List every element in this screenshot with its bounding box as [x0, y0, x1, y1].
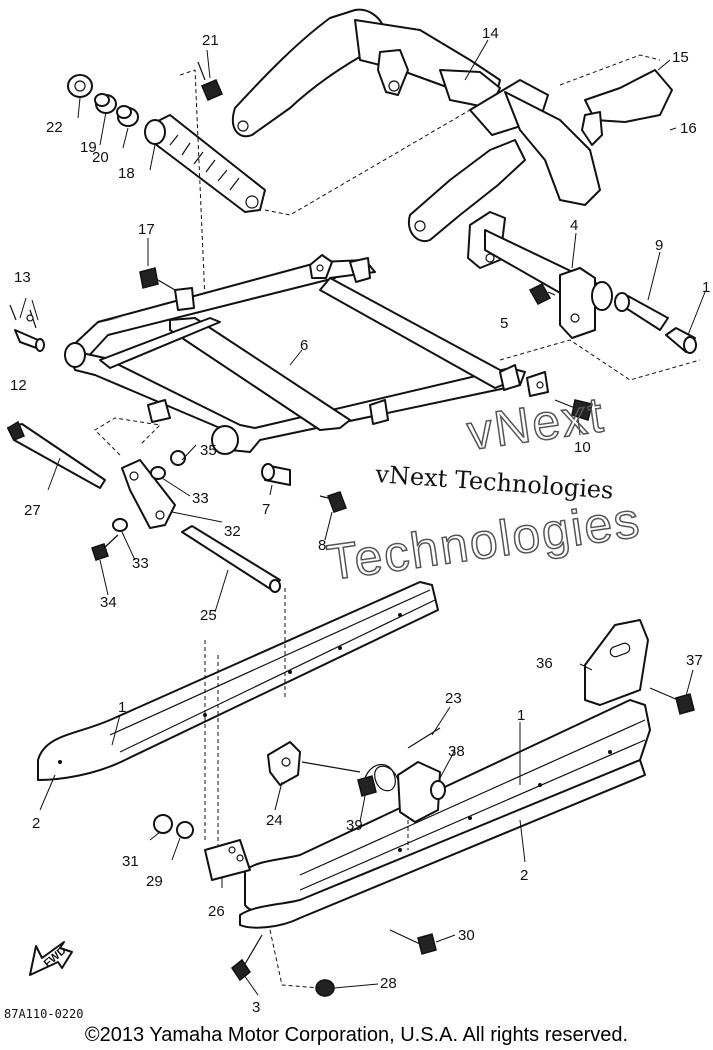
- axle-assembly-4: [467, 211, 613, 339]
- callout-15: 15: [672, 49, 689, 66]
- callout-2-left: 2: [32, 815, 40, 832]
- callout-22: 22: [46, 119, 63, 136]
- callout-28: 28: [380, 975, 397, 992]
- bolt-34: [91, 534, 119, 561]
- washer-33-top: [150, 466, 166, 480]
- bracket-38: [397, 761, 446, 823]
- slide-rail-right: [244, 699, 651, 914]
- callout-4: 4: [570, 217, 578, 234]
- nut-31: [153, 814, 173, 834]
- spacer-25: [181, 525, 281, 613]
- callout-36: 36: [536, 655, 553, 672]
- plate-36: [584, 619, 649, 706]
- washer-33-bottom: [112, 518, 128, 532]
- callout-12: 12: [10, 377, 27, 394]
- shock-absorber-18: [144, 114, 266, 213]
- bolt-39: [357, 775, 377, 797]
- bolt-21: [197, 49, 223, 101]
- forward-arrow: FWD: [29, 941, 73, 976]
- callout-7: 7: [262, 501, 270, 518]
- callout-33b: 33: [132, 555, 149, 572]
- bolt-30: [389, 929, 437, 955]
- callout-10: 10: [574, 439, 591, 456]
- callout-30: 30: [458, 927, 475, 944]
- main-frame-6: [64, 254, 549, 455]
- reference-code: 87A110-0220: [4, 1007, 83, 1021]
- callout-25: 25: [200, 607, 217, 624]
- callout-23: 23: [445, 690, 462, 707]
- callout-39: 39: [346, 817, 363, 834]
- shaft-9: [614, 292, 669, 331]
- torsion-spring: [364, 763, 399, 792]
- callout-16: 16: [680, 120, 697, 137]
- callout-33a: 33: [192, 490, 209, 507]
- callout-21: 21: [202, 32, 219, 49]
- callout-29: 29: [146, 873, 163, 890]
- callout-17: 17: [138, 221, 155, 238]
- callout-5: 5: [500, 315, 508, 332]
- callout-35: 35: [200, 442, 217, 459]
- upper-arm-assembly: [232, 8, 673, 243]
- callout-8: 8: [318, 537, 326, 554]
- bolt-8: [319, 491, 347, 513]
- callout-1-top: 1: [702, 279, 710, 296]
- long-bolt-27: [7, 420, 106, 491]
- callout-3: 3: [252, 999, 260, 1016]
- slide-rail-left: [37, 581, 439, 781]
- holder-24: [267, 741, 301, 786]
- bushing-19: [94, 93, 117, 114]
- nut-22: [67, 74, 93, 98]
- leader-lines: [39, 39, 706, 996]
- bushing-7: [261, 463, 291, 486]
- callout-37: 37: [686, 652, 703, 669]
- copyright-notice: ©2013 Yamaha Motor Corporation, U.S.A. A…: [84, 1024, 629, 1046]
- callout-6: 6: [300, 337, 308, 354]
- bolt-37: [649, 687, 695, 715]
- callout-32: 32: [224, 523, 241, 540]
- clip-13: [9, 304, 37, 329]
- callout-19: 19: [80, 139, 97, 156]
- callout-38: 38: [448, 743, 465, 760]
- callout-1-right: 1: [517, 707, 525, 724]
- callout-24: 24: [266, 812, 283, 829]
- nut-35: [170, 450, 186, 466]
- screw-3: [230, 934, 263, 982]
- callout-2-right: 2: [520, 867, 528, 884]
- callout-20: 20: [92, 149, 109, 166]
- callout-9: 9: [655, 237, 663, 254]
- callout-13: 13: [14, 269, 31, 286]
- bushing-20: [116, 105, 139, 127]
- collar-29: [176, 821, 194, 839]
- bolt-17: [139, 238, 176, 291]
- callout-18: 18: [118, 165, 135, 182]
- callout-26: 26: [208, 903, 225, 920]
- callout-labels: 21 14 15 16 22 19 20 18 17 4 9 1 5 13 12…: [10, 25, 710, 1016]
- callout-34: 34: [100, 594, 117, 611]
- collar-1: [665, 327, 697, 354]
- bolt-5: [528, 283, 556, 305]
- pin-12: [14, 297, 45, 352]
- watermark-text: vNext Technologies: [374, 460, 615, 505]
- bracket-32: [121, 459, 176, 529]
- callout-1-left: 1: [118, 699, 126, 716]
- watermark-outline-word-2: Technologies: [324, 491, 645, 590]
- callout-27: 27: [24, 502, 41, 519]
- callout-31: 31: [122, 853, 139, 870]
- slide-runner-right: [239, 759, 646, 929]
- callout-14: 14: [482, 25, 499, 42]
- block-26: [204, 839, 251, 881]
- bolt-10: [554, 399, 593, 421]
